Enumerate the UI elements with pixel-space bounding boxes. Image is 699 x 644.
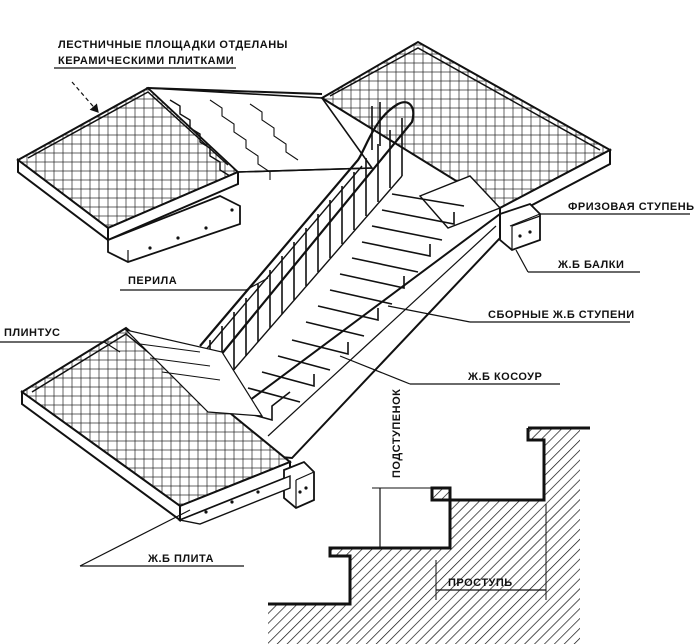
label-baseboard: ПЛИНТУС bbox=[4, 327, 60, 339]
upper-right-landing bbox=[320, 40, 613, 252]
label-landing-tiles-line2: КЕРАМИЧЕСКИМИ ПЛИТКАМИ bbox=[58, 55, 234, 67]
label-frieze-step: ФРИЗОВАЯ СТУПЕНЬ bbox=[568, 201, 695, 213]
label-riser: ПОДСТУПЕНОК bbox=[391, 389, 403, 478]
label-rc-stringer: Ж.Б КОСОУР bbox=[467, 371, 542, 383]
upper-left-landing bbox=[16, 86, 241, 263]
labels: ЛЕСТНИЧНЫЕ ПЛОЩАДКИ ОТДЕЛАНЫ КЕРАМИЧЕСКИ… bbox=[4, 39, 695, 589]
label-precast-steps: СБОРНЫЕ Ж.Б СТУПЕНИ bbox=[488, 309, 635, 321]
label-tread: ПРОСТУПЬ bbox=[448, 577, 513, 589]
lower-left-landing bbox=[20, 326, 315, 525]
label-railing: ПЕРИЛА bbox=[128, 275, 177, 287]
label-landing-tiles-line1: ЛЕСТНИЧНЫЕ ПЛОЩАДКИ ОТДЕЛАНЫ bbox=[58, 39, 288, 51]
step-section-detail bbox=[268, 426, 590, 644]
leader-lines bbox=[0, 67, 690, 567]
main-flight bbox=[203, 175, 501, 460]
label-rc-beams: Ж.Б БАЛКИ bbox=[557, 259, 624, 271]
label-rc-slab: Ж.Б ПЛИТА bbox=[147, 553, 214, 565]
